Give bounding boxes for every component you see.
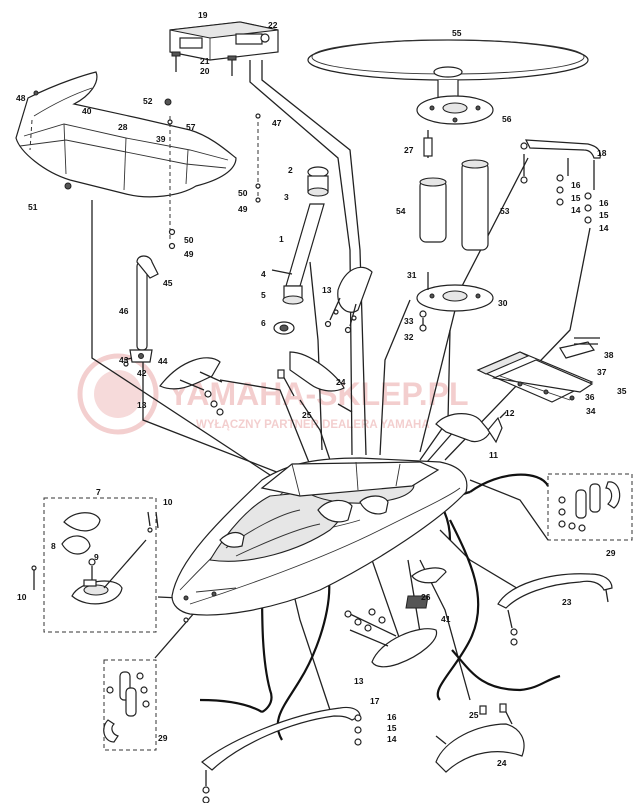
callout-label: 54 <box>396 206 406 216</box>
callout-label: 57 <box>186 122 196 132</box>
callout-label: 42 <box>137 368 147 378</box>
callout-label: 44 <box>158 356 168 366</box>
grab-rail-18 <box>520 139 601 224</box>
table-upper-bracket <box>416 95 494 158</box>
callout-label: 29 <box>606 548 616 558</box>
callout-label: 46 <box>119 306 129 316</box>
callout-label: 56 <box>502 114 512 124</box>
handle-upper-right <box>324 266 373 334</box>
callout-label: 13 <box>137 400 147 410</box>
callout-label: 38 <box>604 350 614 360</box>
callout-label: 20 <box>200 66 210 76</box>
callout-label: 34 <box>586 406 596 416</box>
callout-label: 51 <box>28 202 38 212</box>
callout-label: 53 <box>500 206 510 216</box>
callout-label: 16 <box>599 198 609 208</box>
callout-label: 48 <box>16 93 26 103</box>
callout-label: 21 <box>200 56 210 66</box>
callout-label: 25 <box>302 410 312 420</box>
callout-label: 3 <box>284 192 289 202</box>
callout-label: 35 <box>617 386 627 396</box>
bracket-26 <box>411 567 447 584</box>
steering-column <box>271 166 329 335</box>
callout-label: 29 <box>158 733 168 743</box>
callout-label: 24 <box>497 758 507 768</box>
cleat-kit-box <box>31 497 159 633</box>
callout-label: 2 <box>288 165 293 175</box>
callout-label: 49 <box>238 204 248 214</box>
seat-pedestal-bracket <box>169 21 279 76</box>
callout-label: 16 <box>571 180 581 190</box>
callout-label: 41 <box>441 614 451 624</box>
callout-label: 40 <box>82 106 92 116</box>
windshield-support-leg <box>123 255 159 367</box>
callout-label: 30 <box>498 298 508 308</box>
grab-rail-17 <box>201 706 362 803</box>
boat-hull <box>171 457 468 623</box>
callout-label: 33 <box>404 316 414 326</box>
callout-label: 23 <box>562 597 572 607</box>
rail-bracket-assembly <box>476 337 600 403</box>
callout-label: 28 <box>118 122 128 132</box>
callout-label: 31 <box>407 270 417 280</box>
callout-label: 7 <box>96 487 101 497</box>
callout-label: 5 <box>261 290 266 300</box>
callout-label: 24 <box>336 377 346 387</box>
callout-label: 9 <box>94 552 99 562</box>
callout-label: 10 <box>17 592 27 602</box>
grab-rail-23 <box>497 573 613 646</box>
callout-label: 13 <box>322 285 332 295</box>
callout-label: 52 <box>143 96 153 106</box>
callout-label: 1 <box>279 234 284 244</box>
windshield <box>15 71 261 250</box>
callout-label: 14 <box>571 205 581 215</box>
table-legs <box>419 159 489 251</box>
callout-label: 22 <box>268 20 278 30</box>
callout-label: 15 <box>571 193 581 203</box>
cover-panel-24-lower <box>435 703 525 773</box>
tie-down-kit-box-right <box>547 473 633 541</box>
pad-41 <box>405 595 429 609</box>
callout-label: 14 <box>387 734 397 744</box>
callout-label: 4 <box>261 269 266 279</box>
handle-lower <box>344 608 438 668</box>
callout-label: 10 <box>163 497 173 507</box>
callout-label: 39 <box>156 134 166 144</box>
callout-label: 37 <box>597 367 607 377</box>
callout-label: 12 <box>505 408 515 418</box>
cover-panel-24 <box>277 351 353 413</box>
callout-label: 27 <box>404 145 414 155</box>
handle-left <box>159 357 224 416</box>
table-base <box>416 272 494 332</box>
callout-label: 8 <box>51 541 56 551</box>
callout-label: 14 <box>599 223 609 233</box>
callout-label: 15 <box>599 210 609 220</box>
callout-label: 49 <box>184 249 194 259</box>
callout-label: 25 <box>469 710 479 720</box>
callout-label: 15 <box>387 723 397 733</box>
watermark-sub-text: WYŁĄCZNY PARTNER DEALERA YAMAHA <box>196 419 430 431</box>
callout-label: 55 <box>452 28 462 38</box>
callout-label: 6 <box>261 318 266 328</box>
callout-label: 11 <box>489 450 498 460</box>
callout-label: 47 <box>272 118 282 128</box>
tie-down-kit-box-lower <box>103 659 157 751</box>
callout-label: 36 <box>585 392 595 402</box>
callout-label: 50 <box>184 235 194 245</box>
callout-label: 45 <box>163 278 173 288</box>
callout-label: 16 <box>387 712 397 722</box>
callout-label: 13 <box>354 676 364 686</box>
callout-label: 18 <box>597 148 607 158</box>
callout-label: 32 <box>404 332 414 342</box>
callout-label: 43 <box>119 355 129 365</box>
callout-label: 19 <box>198 10 208 20</box>
table-top <box>307 39 589 101</box>
tow-handle-11-12 <box>435 411 507 444</box>
callout-label: 26 <box>421 592 431 602</box>
callout-label: 50 <box>238 188 248 198</box>
callout-label: 17 <box>370 696 380 706</box>
